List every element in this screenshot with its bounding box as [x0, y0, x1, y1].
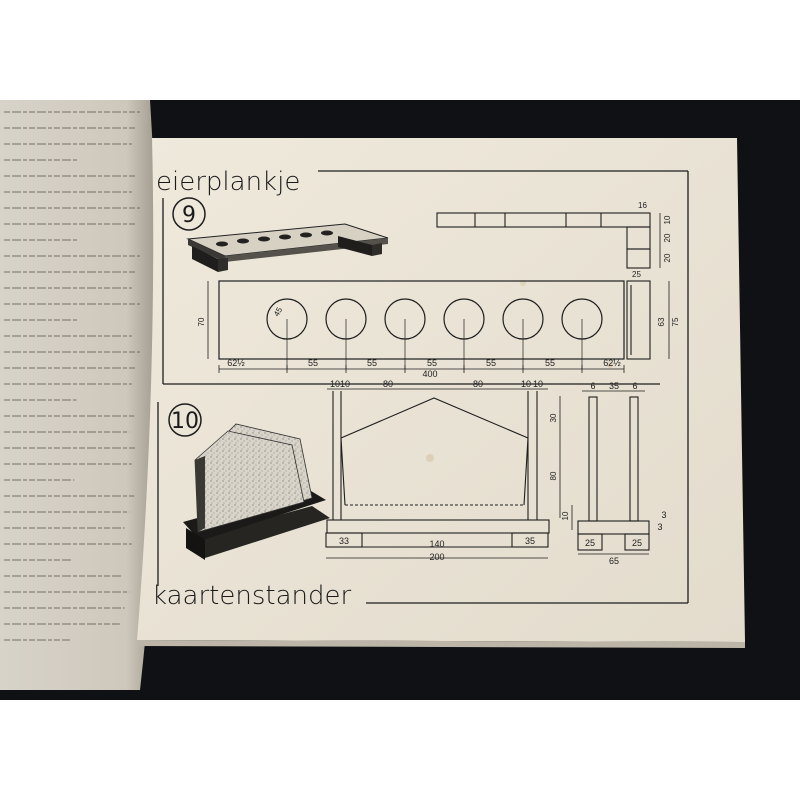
drawing-9: eierplankje 9 70 45 [156, 167, 680, 379]
egg-rack-side [436, 212, 670, 360]
title-eierplankje: eierplankje [156, 167, 300, 197]
svg-text:55: 55 [427, 358, 437, 368]
number-9: 9 [182, 203, 196, 228]
page-frame [157, 170, 689, 604]
svg-text:80: 80 [473, 379, 483, 389]
drawing-10: 10 10 [152, 379, 667, 611]
svg-text:140: 140 [429, 539, 444, 549]
svg-text:25: 25 [632, 270, 641, 279]
svg-text:62½: 62½ [227, 358, 245, 368]
svg-text:55: 55 [308, 358, 318, 368]
card-stand-sketch [183, 423, 330, 560]
svg-text:3: 3 [661, 510, 666, 520]
number-10: 10 [171, 409, 199, 434]
svg-text:55: 55 [486, 358, 496, 368]
title-kaartenstander: kaartenstander [152, 581, 351, 611]
drawing-page [137, 138, 745, 648]
left-text-page [0, 100, 159, 690]
svg-text:25: 25 [585, 538, 595, 548]
number-circle-10 [168, 403, 202, 437]
egg-rack-sketch [186, 223, 389, 272]
card-stand-side [577, 390, 650, 555]
svg-text:35: 35 [609, 381, 619, 391]
svg-text:10: 10 [663, 215, 672, 224]
card-stand-front [325, 388, 573, 559]
number-circle-9 [172, 197, 206, 231]
svg-text:20: 20 [663, 233, 672, 242]
svg-text:10: 10 [330, 379, 340, 389]
svg-text:10: 10 [561, 511, 570, 520]
svg-text:75: 75 [671, 317, 680, 326]
svg-text:10: 10 [533, 379, 543, 389]
svg-text:10: 10 [340, 379, 350, 389]
svg-text:6: 6 [632, 381, 637, 391]
svg-text:20: 20 [663, 253, 672, 262]
svg-text:6: 6 [590, 381, 595, 391]
svg-text:33: 33 [339, 536, 349, 546]
svg-text:30: 30 [549, 413, 558, 422]
svg-text:80: 80 [549, 471, 558, 480]
svg-text:63: 63 [657, 317, 666, 326]
svg-text:10: 10 [521, 379, 531, 389]
svg-text:80: 80 [383, 379, 393, 389]
egg-rack-plan: 70 45 62½ 55 55 55 55 55 62½ 400 [197, 280, 625, 379]
svg-text:62½: 62½ [603, 358, 621, 368]
svg-text:200: 200 [429, 552, 444, 562]
svg-text:35: 35 [525, 536, 535, 546]
svg-text:3: 3 [657, 522, 662, 532]
svg-text:400: 400 [422, 369, 437, 379]
svg-text:55: 55 [367, 358, 377, 368]
svg-text:65: 65 [609, 556, 619, 566]
svg-text:25: 25 [632, 538, 642, 548]
svg-text:70: 70 [197, 317, 206, 326]
svg-text:55: 55 [545, 358, 555, 368]
svg-text:16: 16 [638, 201, 647, 210]
